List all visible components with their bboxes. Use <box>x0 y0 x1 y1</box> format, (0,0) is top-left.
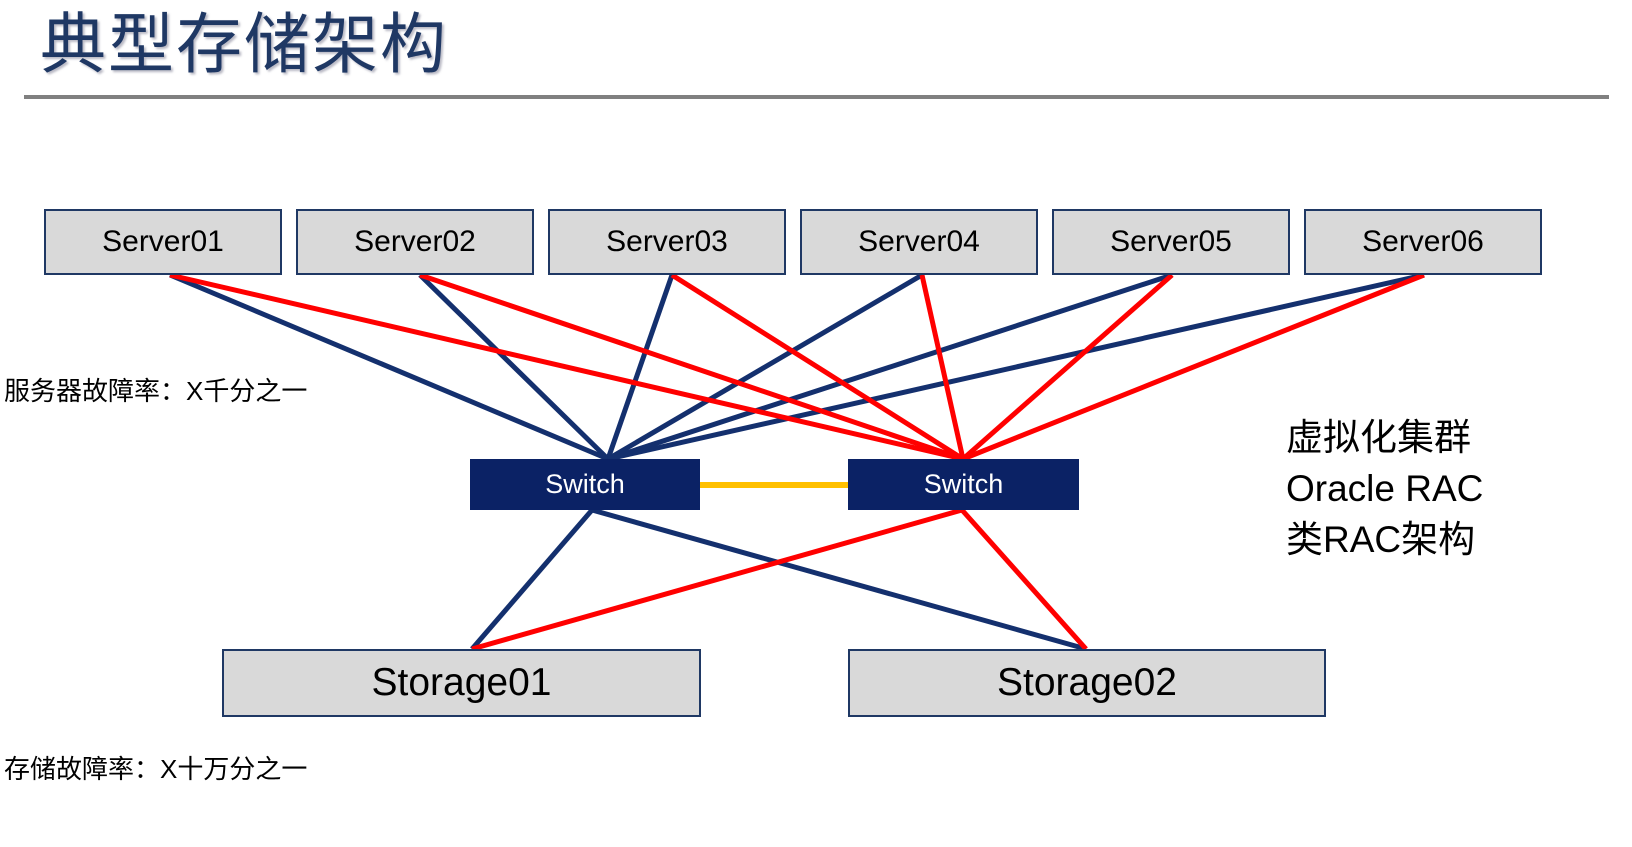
server-node-5: Server05 <box>1052 209 1290 275</box>
page-title: 典型存储架构 <box>40 7 448 81</box>
link-server6-to-switch2 <box>962 272 1425 462</box>
link-server4-to-switch2 <box>919 274 966 460</box>
switch-node-1: Switch <box>470 459 700 510</box>
link-switch2-to-storage02 <box>960 508 1088 651</box>
link-server6-to-switch1 <box>607 272 1425 462</box>
title-divider <box>24 95 1609 99</box>
architecture-note-line: 虚拟化集群 <box>1286 417 1471 458</box>
switch-node-label: Switch <box>923 469 1004 499</box>
server-to-left-switch-links <box>169 272 1425 462</box>
link-server2-to-switch2 <box>419 272 964 462</box>
server-node-4: Server04 <box>800 209 1038 275</box>
right-switch-to-storage-links <box>471 507 1088 652</box>
switch-node-label: Switch <box>545 469 625 499</box>
server-node-label: Server04 <box>858 225 980 258</box>
storage-node-label: Storage01 <box>371 661 552 704</box>
server-failure-rate-label: 服务器故障率：X千分之一 <box>4 376 308 406</box>
server-node-1: Server01 <box>44 209 282 275</box>
link-server1-to-switch1 <box>169 272 609 462</box>
storage-failure-rate-label: 存储故障率：X十万分之一 <box>4 754 308 784</box>
storage-node-label: Storage02 <box>997 661 1177 704</box>
server-node-label: Server02 <box>354 225 476 258</box>
storage-node-2: Storage02 <box>848 649 1326 717</box>
server-node-3: Server03 <box>548 209 786 275</box>
link-switch1-to-storage02 <box>591 507 1087 652</box>
switch-node-2: Switch <box>848 459 1079 510</box>
link-server5-to-switch2 <box>961 273 1174 461</box>
server-node-label: Server05 <box>1110 225 1232 258</box>
server-node-label: Server06 <box>1362 225 1484 258</box>
left-switch-to-storage-links <box>470 507 1087 652</box>
architecture-note-line: Oracle RAC <box>1286 468 1484 509</box>
link-server5-to-switch1 <box>607 272 1173 462</box>
architecture-note-line: 类RAC架构 <box>1286 519 1476 560</box>
server-to-right-switch-links <box>169 272 1425 462</box>
link-server2-to-switch1 <box>418 273 610 461</box>
server-node-2: Server02 <box>296 209 534 275</box>
link-server3-to-switch1 <box>605 274 675 460</box>
server-node-label: Server01 <box>102 225 224 258</box>
link-switch2-to-storage01 <box>471 507 963 652</box>
link-server1-to-switch2 <box>169 272 964 462</box>
server-node-6: Server06 <box>1304 209 1542 275</box>
link-server4-to-switch1 <box>606 272 924 462</box>
storage-node-1: Storage01 <box>222 649 701 717</box>
server-node-label: Server03 <box>606 225 728 258</box>
link-switch1-to-storage01 <box>470 508 594 651</box>
link-server3-to-switch2 <box>670 272 965 462</box>
architecture-note: 虚拟化集群 Oracle RAC 类RAC架构 <box>1286 412 1483 565</box>
